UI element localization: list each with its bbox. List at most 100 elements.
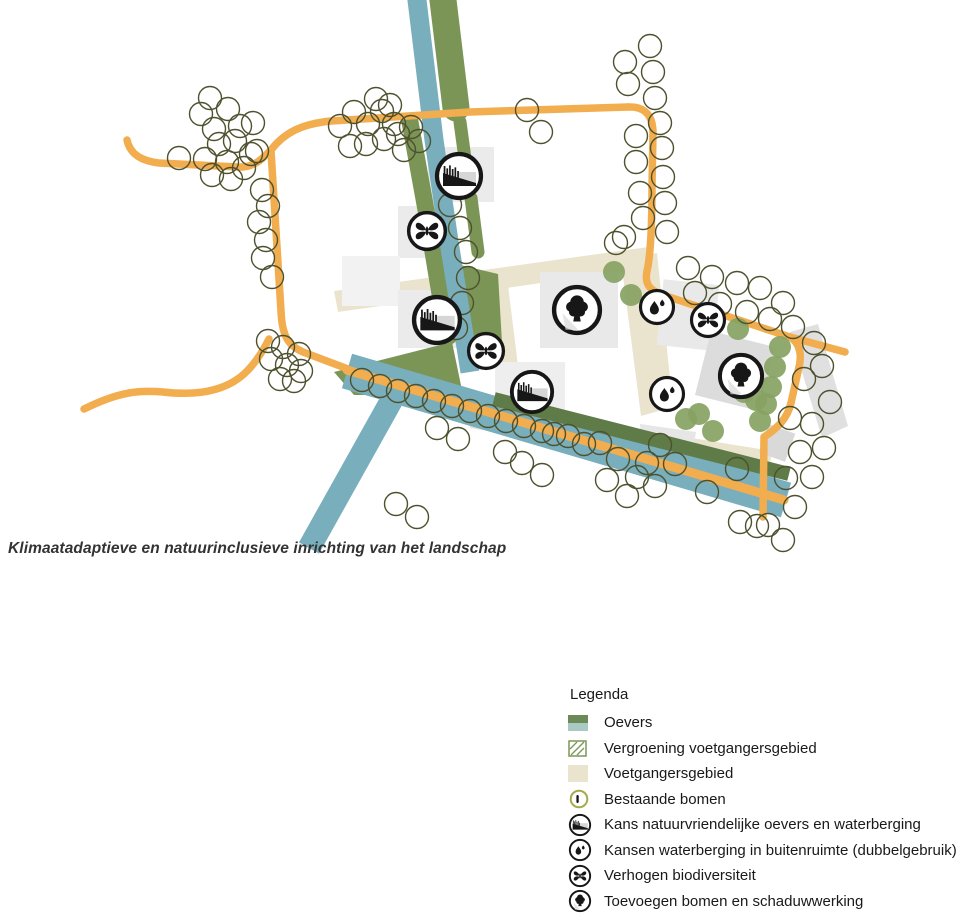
legend-item-label: Toevoegen bomen en schaduwwerking	[604, 892, 864, 910]
existing-tree	[246, 209, 272, 235]
reeds	[517, 382, 532, 394]
trunk	[578, 900, 582, 907]
existing-tree	[817, 389, 843, 415]
marker-butterfly-icon	[466, 331, 506, 371]
existing-tree	[587, 430, 613, 456]
butterfly-wings	[475, 343, 497, 359]
legend-item: Kansen waterberging in buitenruimte (dub…	[568, 838, 957, 864]
marker-butterfly-icon	[568, 864, 592, 887]
existing-tree	[439, 393, 465, 419]
existing-tree	[647, 110, 673, 136]
existing-tree	[555, 423, 581, 449]
tree-mark	[576, 795, 579, 804]
existing-tree	[457, 398, 483, 424]
existing-tree	[787, 439, 813, 465]
legend-title: Legenda	[570, 686, 629, 703]
existing-tree	[724, 270, 750, 296]
green-bank	[464, 191, 485, 259]
river-bank	[492, 392, 791, 481]
existing-tree	[623, 149, 649, 175]
new-tree	[769, 336, 791, 358]
bank-slope	[443, 173, 476, 186]
oevers-water	[568, 722, 588, 731]
existing-tree	[650, 164, 676, 190]
legend-pedestrian-swatch	[568, 765, 592, 783]
existing-tree	[571, 431, 597, 457]
existing-tree	[199, 162, 225, 188]
shadow	[562, 313, 579, 330]
existing-tree	[647, 432, 673, 458]
water-shade	[579, 822, 588, 830]
butterfly-wings	[697, 312, 719, 328]
existing-tree	[528, 119, 554, 145]
marker-bank-icon	[411, 294, 463, 346]
road	[267, 147, 352, 373]
reeds	[443, 165, 459, 178]
existing-tree	[612, 49, 638, 75]
existing-tree	[249, 177, 275, 203]
legend-item-label: Vergroening voetgangersgebied	[604, 739, 817, 757]
existing-tree	[682, 280, 708, 306]
existing-tree	[654, 219, 680, 245]
legend-water-drops-icon	[568, 838, 592, 862]
existing-tree	[231, 155, 257, 181]
existing-tree	[594, 467, 620, 493]
legend-item: Vergroening voetgangersgebied	[568, 736, 957, 762]
existing-tree	[281, 368, 307, 394]
existing-tree	[627, 180, 653, 206]
existing-tree	[197, 85, 223, 111]
existing-tree	[799, 464, 825, 490]
existing-tree	[727, 509, 753, 535]
existing-tree	[734, 299, 760, 325]
existing-tree	[777, 405, 803, 431]
existing-tree	[381, 111, 407, 137]
existing-tree	[662, 451, 688, 477]
existing-tree	[773, 465, 799, 491]
existing-tree	[514, 97, 540, 123]
opportunity-markers	[406, 151, 765, 415]
existing-tree	[755, 512, 781, 538]
existing-tree	[744, 513, 770, 539]
existing-tree	[642, 473, 668, 499]
existing-tree	[267, 366, 293, 392]
butterfly-body	[484, 346, 488, 356]
butterfly-wings	[573, 871, 587, 881]
existing-tree	[699, 264, 725, 290]
existing-tree	[355, 111, 381, 137]
existing-tree	[694, 479, 720, 505]
existing-tree	[634, 450, 660, 476]
oevers-green	[568, 714, 588, 723]
building	[342, 256, 400, 306]
small-drop	[581, 845, 585, 850]
existing-tree	[288, 358, 314, 384]
road	[80, 335, 273, 413]
existing-tree	[757, 306, 783, 332]
reeds	[572, 819, 580, 826]
legend-item: Toevoegen bomen en schaduwwerking	[568, 889, 957, 915]
bank-slope	[420, 316, 455, 331]
marker-drops-icon	[638, 288, 676, 326]
dark-banks	[492, 392, 791, 481]
new-tree	[764, 356, 786, 378]
existing-tree	[791, 366, 817, 392]
existing-tree	[782, 494, 808, 520]
existing-trees	[166, 33, 843, 553]
existing-tree	[327, 113, 353, 139]
large-drop	[659, 388, 669, 402]
existing-tree	[475, 403, 501, 429]
large-drop	[649, 301, 659, 315]
existing-tree	[811, 435, 837, 461]
legend-item: Kans natuurvriendelijke oevers en waterb…	[568, 812, 957, 838]
new-tree	[727, 318, 749, 340]
new-tree	[688, 403, 710, 425]
new-trees	[603, 261, 791, 442]
existing-tree	[404, 504, 430, 530]
existing-tree	[403, 383, 429, 409]
existing-tree	[406, 128, 432, 154]
existing-tree	[383, 491, 409, 517]
existing-tree	[227, 113, 253, 139]
